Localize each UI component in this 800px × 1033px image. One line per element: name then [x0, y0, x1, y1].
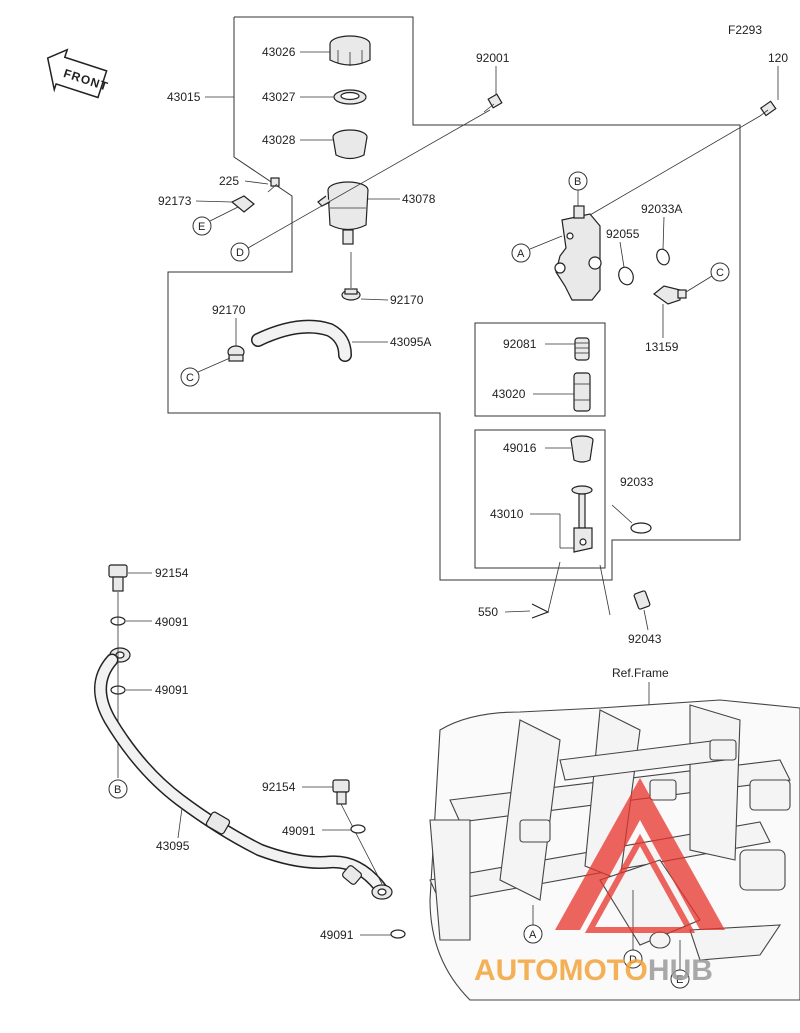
callout-d-top — [230, 242, 250, 262]
callout-a-top-label: A — [517, 248, 525, 260]
bolt-225 — [267, 177, 280, 193]
label-43010: 43010 — [490, 507, 524, 521]
fluid-reservoir — [317, 181, 369, 245]
hose-clamp-upper — [341, 288, 361, 301]
reservoir-diaphragm — [332, 129, 368, 160]
label-43095: 43095 — [156, 839, 190, 853]
callout-b-left-label: B — [114, 784, 121, 796]
callout-a-top — [511, 243, 531, 263]
label-92001: 92001 — [476, 51, 510, 65]
label-92043: 92043 — [628, 632, 662, 646]
label-49091-c: 49091 — [282, 824, 316, 838]
spring-piston-box — [474, 322, 606, 417]
cotter-pin-550 — [531, 603, 550, 619]
label-92154-upper: 92154 — [155, 566, 189, 580]
diagram-code: F2293 — [728, 23, 762, 37]
banjo-bolt-lower — [332, 779, 350, 805]
callout-b-left — [108, 779, 128, 799]
push-rod-box — [474, 429, 606, 569]
washer-49091-d — [390, 929, 406, 939]
label-49091-d: 49091 — [320, 928, 354, 942]
label-43026: 43026 — [262, 45, 296, 59]
label-43027: 43027 — [262, 90, 296, 104]
o-ring-92055 — [618, 266, 634, 286]
label-43095A: 43095A — [390, 335, 431, 349]
label-92081: 92081 — [503, 337, 537, 351]
callout-d-frame-label: D — [629, 954, 637, 966]
label-43020: 43020 — [492, 387, 526, 401]
watermark-text: AUTOMOTOHUB — [474, 954, 713, 987]
dust-boot-49016 — [570, 435, 594, 463]
callout-a-frame — [523, 924, 543, 944]
label-92033A: 92033A — [641, 202, 682, 216]
label-13159: 13159 — [645, 340, 679, 354]
callout-d-top-label: D — [236, 247, 244, 259]
hose-clamp-lower — [227, 345, 245, 362]
elbow-fitting-13159 — [653, 285, 687, 305]
label-92170-upper: 92170 — [390, 293, 424, 307]
bolt-92001 — [483, 93, 503, 113]
ref-frame-label: Ref.Frame — [612, 666, 669, 680]
watermark-part2: HUB — [648, 954, 713, 987]
callout-c-left-label: C — [186, 372, 194, 384]
master-cylinder — [554, 205, 602, 301]
label-92154-lower: 92154 — [262, 780, 296, 794]
clutch-hose — [94, 653, 389, 897]
label-43078: 43078 — [402, 192, 436, 206]
label-92173: 92173 — [158, 194, 192, 208]
label-550: 550 — [478, 605, 498, 619]
label-92033: 92033 — [620, 475, 654, 489]
label-120: 120 — [768, 51, 788, 65]
reservoir-cap — [329, 35, 371, 66]
piston-43020 — [573, 372, 591, 412]
circlip-92033 — [630, 522, 652, 534]
callout-d-frame — [623, 949, 643, 969]
label-49091-b: 49091 — [155, 683, 189, 697]
callout-a-frame-label: A — [529, 929, 537, 941]
label-225: 225 — [219, 174, 239, 188]
front-arrow-icon: FRONT — [46, 48, 110, 99]
banjo-bolt-upper — [108, 564, 128, 592]
washer-49091-c — [350, 824, 366, 834]
push-rod-43010 — [571, 485, 593, 553]
circlip-92033A — [656, 248, 670, 266]
callout-e-top — [192, 216, 212, 236]
watermark-logo — [555, 778, 725, 933]
bracket-92173 — [230, 195, 255, 213]
label-43028: 43028 — [262, 133, 296, 147]
reservoir-plate — [333, 89, 367, 105]
callout-e-frame-label: E — [676, 974, 683, 986]
label-43015: 43015 — [167, 90, 201, 104]
callout-e-top-label: E — [198, 221, 205, 233]
upper-assembly-outline — [167, 16, 741, 581]
bolt-120 — [759, 100, 777, 117]
label-49016: 49016 — [503, 441, 537, 455]
callout-c-right-label: C — [716, 267, 724, 279]
banjo-fitting-lower — [371, 884, 393, 900]
label-49091-a: 49091 — [155, 615, 189, 629]
callout-c-left — [180, 367, 200, 387]
callout-e-frame — [670, 969, 690, 989]
spring-92081 — [574, 337, 590, 361]
pin-92043 — [633, 590, 651, 610]
watermark-part1: AUTOMOTO — [474, 954, 648, 987]
callout-b-top-label: B — [574, 176, 581, 188]
label-92055: 92055 — [606, 227, 640, 241]
callout-c-right — [710, 262, 730, 282]
label-92170-lower: 92170 — [212, 303, 246, 317]
